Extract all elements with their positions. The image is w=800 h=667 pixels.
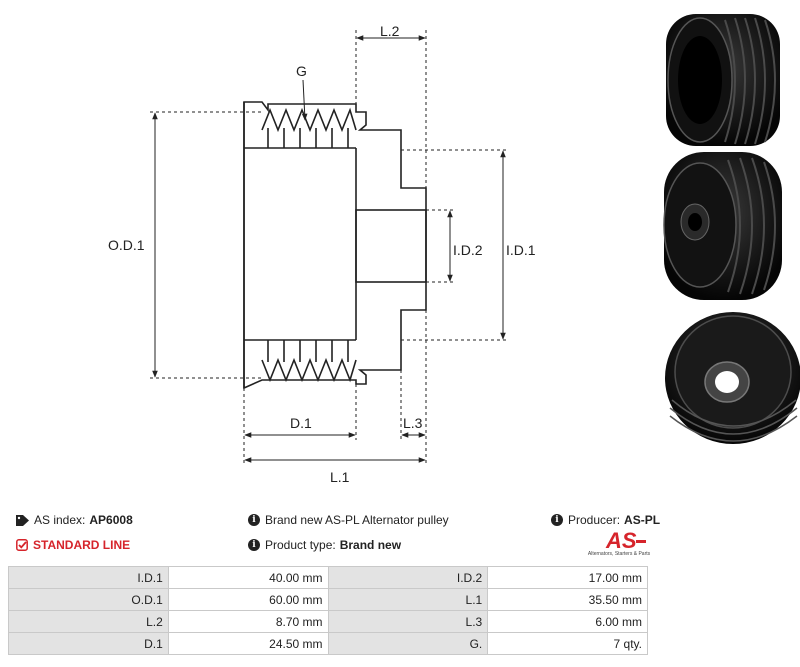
spec-value: 7 qty.	[487, 632, 648, 655]
label-g: G	[296, 63, 307, 79]
pulley-photo-front	[665, 312, 800, 444]
svg-text:AS: AS	[605, 528, 637, 553]
info-icon: i	[551, 514, 563, 526]
as-pl-logo: AS	[605, 528, 646, 553]
product-type-row: i Product type: Brand new	[248, 538, 401, 552]
checkbox-check-icon	[16, 539, 28, 551]
info-icon: i	[248, 539, 260, 551]
spec-value: 24.50 mm	[167, 632, 329, 655]
description-text: Brand new AS-PL Alternator pulley	[265, 513, 449, 527]
as-index-value: AP6008	[89, 513, 133, 527]
standard-line-label: STANDARD LINE	[33, 538, 131, 552]
product-type-value: Brand new	[339, 538, 402, 552]
as-index-label: AS index:	[34, 513, 86, 527]
description-row: i Brand new AS-PL Alternator pulley	[248, 513, 449, 527]
standard-line-row: STANDARD LINE	[16, 538, 130, 552]
pulley-photo-side	[666, 14, 780, 146]
producer-row: i Producer: AS-PL	[551, 513, 660, 527]
pulley-outline	[243, 101, 427, 390]
spec-label: D.1	[8, 632, 169, 655]
spec-label: L.1	[327, 588, 489, 611]
spec-label: I.D.2	[327, 566, 489, 589]
as-index-row: AS index: AP6008	[16, 513, 133, 527]
spec-value: 35.50 mm	[487, 588, 648, 611]
label-id2: I.D.2	[453, 242, 483, 258]
extension-lines	[150, 30, 508, 465]
spec-label: O.D.1	[8, 588, 169, 611]
spec-label: I.D.1	[8, 566, 169, 589]
info-icon: i	[248, 514, 260, 526]
tag-icon	[16, 514, 29, 526]
label-l2: L.2	[380, 23, 400, 39]
spec-value: 6.00 mm	[487, 610, 648, 633]
label-l3: L.3	[403, 415, 423, 431]
logo-tagline: Alternators, Starters & Parts	[587, 551, 651, 557]
product-type-label: Product type:	[265, 538, 336, 552]
spec-label: L.3	[327, 610, 489, 633]
dimension-lines	[152, 35, 506, 463]
spec-label: L.2	[8, 610, 169, 633]
spec-value: 8.70 mm	[167, 610, 329, 633]
spec-value: 17.00 mm	[487, 566, 648, 589]
spec-value: 40.00 mm	[167, 566, 329, 589]
spec-label: G.	[327, 632, 489, 655]
label-id1: I.D.1	[506, 242, 536, 258]
producer-label: Producer:	[568, 513, 621, 527]
pulley-photo-angle	[663, 152, 782, 300]
spec-value: 60.00 mm	[167, 588, 329, 611]
label-od1: O.D.1	[108, 237, 145, 253]
pulley-technical-drawing: G L.2 O.D.1 I.D.1 I.D.2 D.1 L.3 L.1	[108, 14, 800, 485]
producer-value: AS-PL	[624, 513, 661, 527]
label-l1: L.1	[330, 469, 350, 485]
label-d1: D.1	[290, 415, 312, 431]
